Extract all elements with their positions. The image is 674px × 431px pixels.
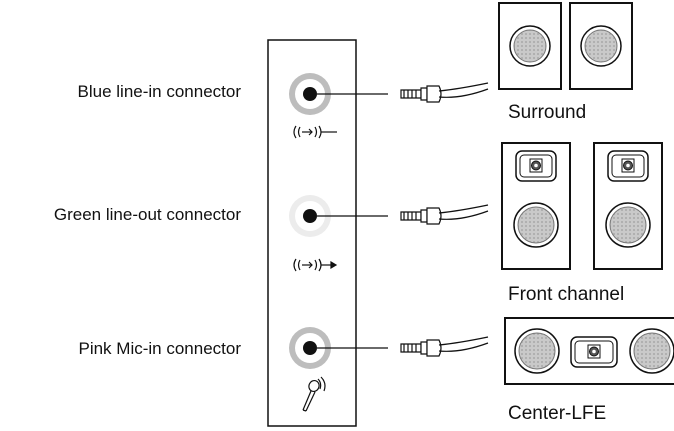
connector-label-line-out: Green line-out connector [53, 205, 241, 224]
center-lfe-speaker [504, 317, 674, 385]
line-in-icon [293, 125, 337, 139]
audio-plug-1 [400, 82, 489, 103]
surround-speaker-right [569, 2, 633, 90]
audio-plug-2 [400, 204, 489, 225]
microphone-icon [302, 376, 326, 412]
line-out-icon [293, 258, 338, 272]
audio-plug-3 [400, 336, 489, 357]
line-out-jack[interactable] [289, 195, 331, 237]
connector-label-line-in: Blue line-in connector [77, 82, 241, 101]
front-speaker-right [593, 142, 663, 270]
line-in-jack[interactable] [289, 73, 331, 115]
connector-label-mic-in: Pink Mic-in connector [78, 339, 241, 358]
speaker-label-center: Center-LFE [508, 403, 607, 424]
mic-in-jack[interactable] [289, 327, 331, 369]
speaker-label-surround: Surround [508, 102, 587, 123]
surround-speaker-left [498, 2, 562, 90]
front-speaker-left [501, 142, 571, 270]
speaker-label-front: Front channel [508, 284, 625, 305]
